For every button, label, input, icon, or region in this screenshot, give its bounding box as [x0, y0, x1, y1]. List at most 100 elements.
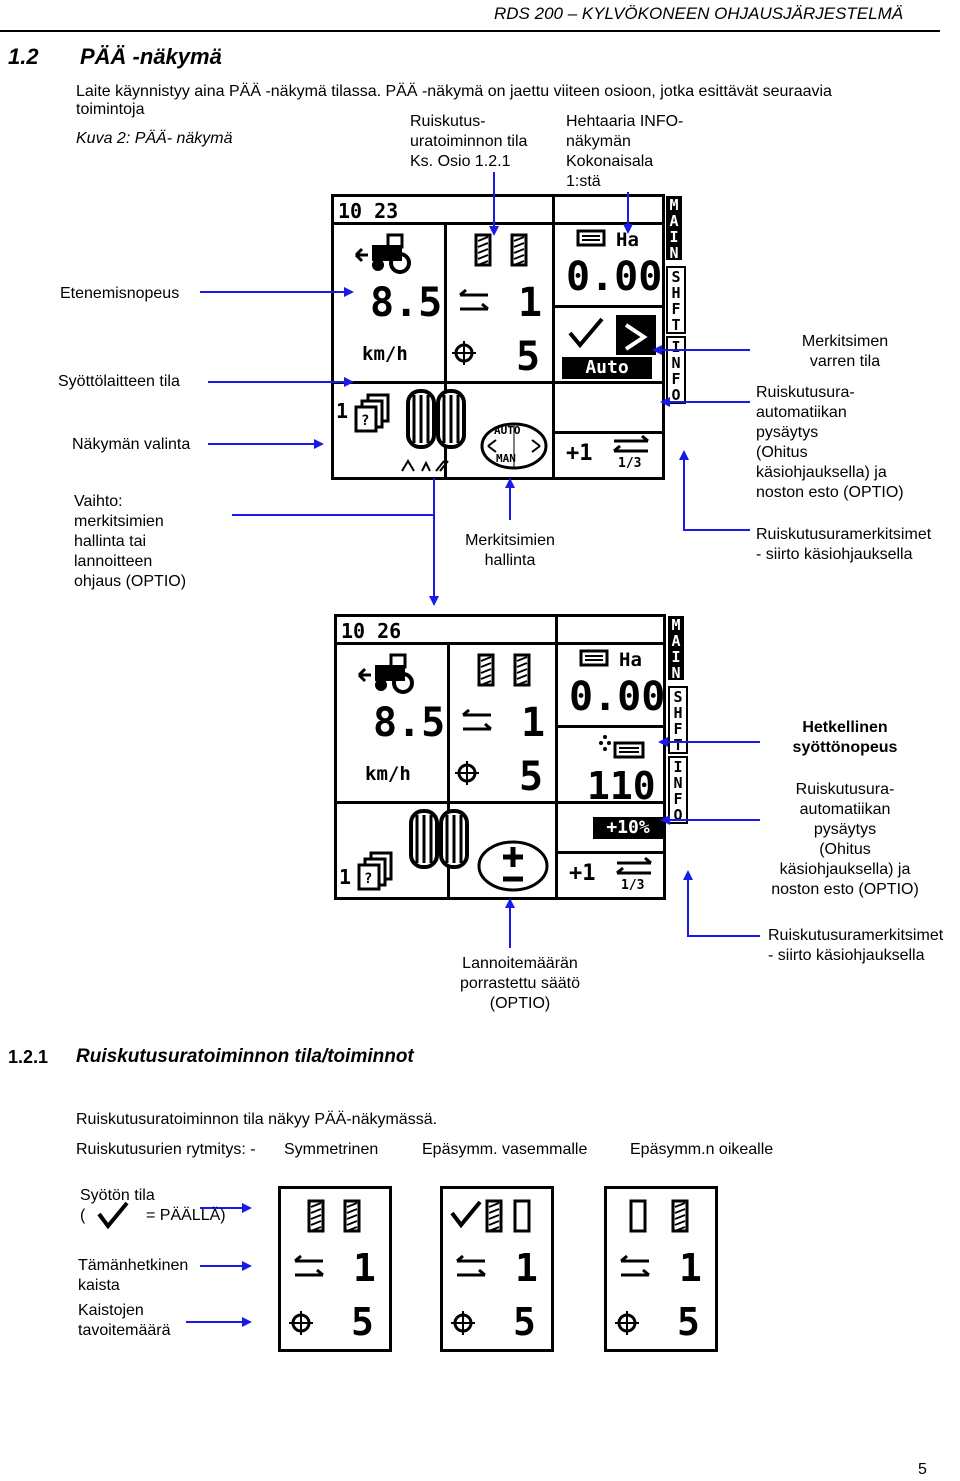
rhythm-asym-right: Epäsymm.n oikealle [630, 1141, 774, 1158]
info-label-3: Kokonaisala [566, 153, 654, 170]
toggle-label-2: merkitsimien [74, 513, 164, 530]
screen1-target: 5 [516, 334, 541, 380]
document-title: RDS 200 – KYLVÖKONEEN OHJAUSJÄRJESTELMÄ [494, 4, 904, 23]
screen2-divider-h1 [337, 642, 663, 645]
screen2-ha-value: 0.00 [569, 674, 666, 720]
shift2-label-2: - siirto käsiohjauksella [768, 947, 925, 964]
screen1-divider-v1 [444, 222, 447, 477]
panel1-lane: 1 [353, 1246, 376, 1290]
auto-man-selector[interactable] [480, 421, 548, 471]
panel1-target: 5 [351, 1300, 374, 1344]
lane-arrows-icon-p2 [456, 1254, 486, 1277]
tramline-blocks-both-icon [307, 1199, 361, 1233]
shift-label-1: Ruiskutusuramerkitsimet [756, 526, 932, 543]
side-tab-main-2-text: MAIN [667, 616, 685, 680]
screen1-divider-h3 [334, 381, 662, 384]
view-pages-icon-2[interactable]: ? [357, 851, 397, 891]
lane-arrows-icon-p1 [294, 1254, 324, 1277]
side-tab-info-2[interactable]: INFO [668, 756, 688, 824]
side-tab-info-2-text: INFO [669, 758, 687, 822]
side-tab-shift-2[interactable]: SHFT [668, 686, 688, 754]
fert-label-1: Lannoitemäärän [462, 955, 578, 972]
section-title: PÄÄ -näkymä [80, 44, 222, 69]
auto2-label-3: pysäytys [813, 821, 877, 838]
fertilizer-plus-minus-button[interactable] [477, 839, 549, 893]
feeder-rolls-icon-2 [409, 809, 469, 869]
side-tab-info-1[interactable]: INFO [666, 336, 686, 404]
tramline-blocks-right-icon [629, 1199, 689, 1233]
current-lane-label-2: kaista [78, 1277, 120, 1294]
screen1-ha-label: Ha [616, 229, 639, 251]
tractor-icon [354, 233, 411, 274]
screen1-auto-small: AUTO [494, 424, 521, 437]
rate-pct-indicator: +10% [593, 817, 663, 839]
side-tab-main-2[interactable]: MAIN [667, 616, 685, 680]
tramline-blocks-icon-2 [477, 653, 531, 687]
screen1-speed-unit: km/h [362, 343, 408, 365]
screen2-view-number: 1 [339, 865, 352, 889]
screen1-speed: 8.5 [370, 280, 443, 326]
section-number: 1.2 [8, 44, 39, 69]
seed-rate-icon [599, 735, 645, 759]
screen2-rate-value: 110 [587, 764, 656, 808]
auto-label-6: noston esto (OPTIO) [756, 484, 904, 501]
screen1-divider-v2 [552, 197, 555, 477]
panel2-lane: 1 [515, 1246, 538, 1290]
main-screen-1: 10 23 8.5 km/h 1 5 Ha 0.00 Auto 1 ? [331, 194, 665, 480]
panel-asym-left: 1 5 [440, 1186, 554, 1352]
view-pages-icon[interactable]: ? [354, 393, 394, 433]
feed-state-label-2a: ( [80, 1207, 86, 1224]
check-icon-inline [97, 1201, 129, 1230]
intro-line-2: toimintoja [76, 101, 145, 118]
markers-toggle-icon[interactable] [400, 459, 456, 473]
screen1-view-number: 1 [336, 399, 349, 423]
toggle-label-1: Vaihto: [74, 493, 123, 510]
shift-arrows-icon-2[interactable] [613, 856, 655, 877]
shift-arrows-icon[interactable] [610, 434, 652, 455]
side-tab-main-1[interactable]: MAIN [665, 196, 683, 260]
tractor-icon-2 [357, 653, 414, 694]
side-tab-shift-2-text: SHFT [669, 688, 687, 752]
fert-label-2: porrastettu säätö [459, 975, 581, 992]
svg-text:?: ? [361, 413, 369, 429]
check-icon-p2 [450, 1200, 482, 1229]
feed-state-label-2b: = PÄÄLLÄ) [146, 1207, 226, 1224]
screen2-speed: 8.5 [373, 700, 446, 746]
auto2-label-4: (Ohitus [819, 841, 871, 858]
tramline-blocks-icon [474, 233, 528, 267]
svg-text:?: ? [364, 871, 372, 887]
speed-label: Etenemisnopeus [60, 285, 180, 302]
auto-button[interactable]: Auto [562, 357, 652, 379]
toggle-label-4: lannoitteen [74, 553, 153, 570]
shift2-label-1: Ruiskutusuramerkitsimet [768, 927, 944, 944]
lane-target-label-1: Kaistojen [78, 1302, 144, 1319]
rhythm-symmetric: Symmetrinen [284, 1141, 379, 1158]
rhythm-asym-left: Epäsymm. vasemmalle [422, 1141, 588, 1158]
screen2-divider-h2 [555, 725, 663, 728]
markers-label-2: hallinta [484, 552, 536, 569]
side-tab-info-1-text: INFO [667, 338, 685, 402]
screen2-speed-unit: km/h [365, 763, 411, 785]
screen2-divider-h3 [337, 801, 663, 804]
marker-arm-icon [624, 323, 648, 351]
subsection-title: Ruiskutusuratoiminnon tila/toiminnot [76, 1046, 414, 1067]
screen1-man-small: MAN [496, 452, 516, 465]
screen1-plus[interactable]: +1 [566, 441, 593, 466]
screen1-divider-h4 [552, 431, 662, 434]
panel-asym-right: 1 5 [604, 1186, 718, 1352]
screen1-lane: 1 [518, 280, 543, 326]
target-icon-p1 [289, 1311, 313, 1335]
side-tab-shift-1[interactable]: SHFT [666, 266, 686, 334]
screen2-lane: 1 [521, 700, 546, 746]
lane-arrows-icon [459, 288, 489, 311]
screen2-plus[interactable]: +1 [569, 861, 596, 886]
panel3-lane: 1 [679, 1246, 702, 1290]
feed-state-label-1: Syötön tila [80, 1187, 155, 1204]
auto-label-5: käsiohjauksella) ja [756, 464, 887, 481]
marker-arm-indicator [616, 315, 656, 355]
screen2-ha-label: Ha [619, 649, 642, 671]
auto2-label-2: automatiikan [799, 801, 891, 818]
target-icon-p3 [615, 1311, 639, 1335]
screen2-divider-v2 [555, 617, 558, 897]
panel2-target: 5 [513, 1300, 536, 1344]
